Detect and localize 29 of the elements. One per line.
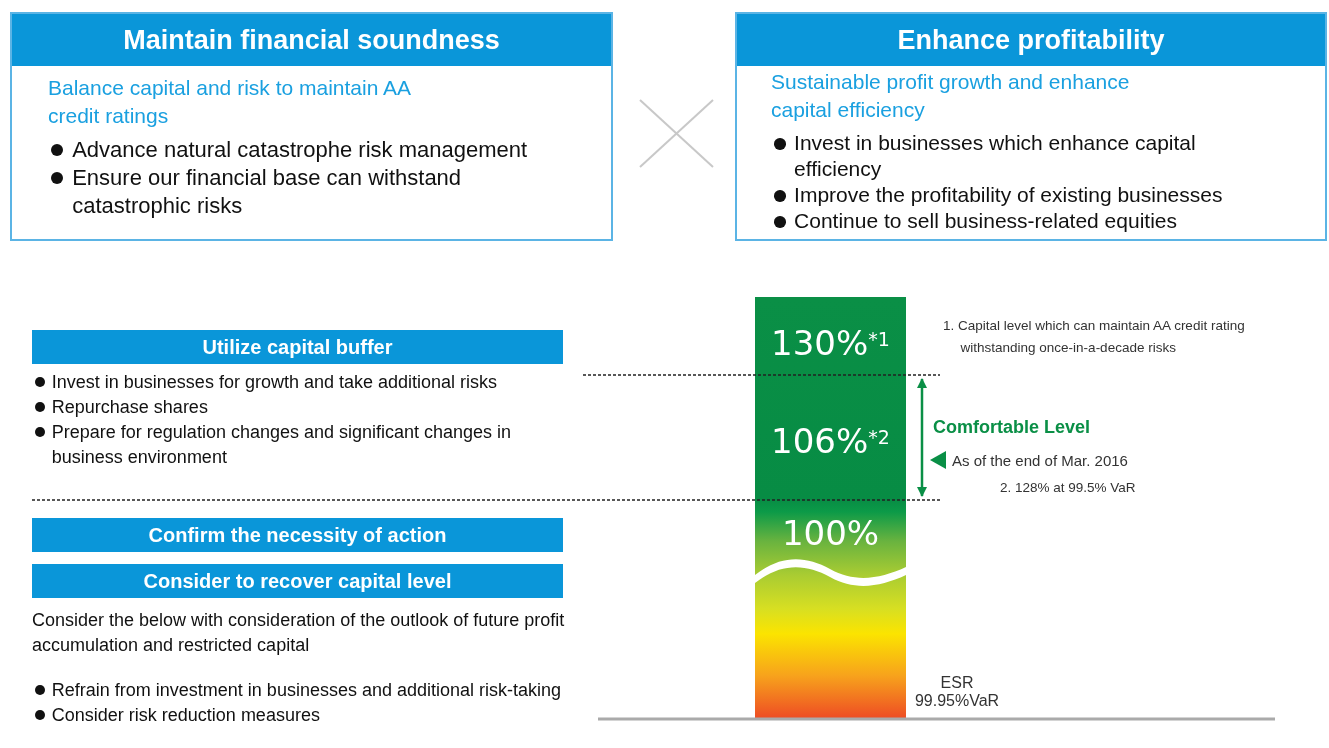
- bullet-item: Continue to sell business-related equities: [771, 208, 1251, 234]
- note-text: Consider the below with consideration of the outlook of future profit accumulation and restricted capital: [32, 609, 566, 657]
- bullet-item: Prepare for regulation changes and significant changes in business environment: [32, 420, 537, 470]
- level-label: Comfortable Level: [933, 416, 1092, 438]
- subtitle: Balance capital and risk to maintain AA credit ratings: [48, 75, 412, 129]
- subtitle: Sustainable profit growth and enhance capital efficiency: [771, 69, 1131, 123]
- goal-card: [10, 12, 613, 241]
- footnote: 2. 128% at 99.5% VaR: [1000, 479, 1137, 497]
- esr-bar: [755, 297, 906, 718]
- bullet-item: Repurchase shares: [32, 395, 537, 420]
- goal-card: [735, 12, 1327, 241]
- bullet-item: Consider risk reduction measures: [32, 703, 567, 728]
- bullet-item: Refrain from investment in businesses and additional risk-taking: [32, 678, 567, 703]
- action-bar: Confirm the necessity of action: [32, 518, 563, 552]
- date-note: As of the end of Mar. 2016: [952, 451, 1129, 471]
- card-header: Enhance profitability: [737, 14, 1325, 66]
- axis-label: ESR 99.95%VaR: [913, 674, 1001, 710]
- footnote: 1. Capital level which can maintain AA credit rating withstanding once-in-a-decade risks: [943, 317, 1246, 357]
- percentage-label: 100%: [780, 513, 881, 553]
- action-bar: Utilize capital buffer: [32, 330, 563, 364]
- percentage-label: 106%$^{*2}$: [770, 421, 891, 461]
- bullet-item: Improve the profitability of existing businesses: [771, 182, 1251, 208]
- bullet-item: Invest in businesses for growth and take additional risks: [32, 370, 537, 395]
- percentage-label: 130%$^{*1}$: [770, 323, 891, 363]
- card-header: Maintain financial soundness: [12, 14, 611, 66]
- bullet-item: Advance natural catastrophe risk management: [48, 136, 553, 164]
- bullet-item: Ensure our financial base can withstand catastrophic risks: [48, 164, 553, 220]
- bullet-item: Invest in businesses which enhance capital efficiency: [771, 130, 1251, 182]
- action-bar: Consider to recover capital level: [32, 564, 563, 598]
